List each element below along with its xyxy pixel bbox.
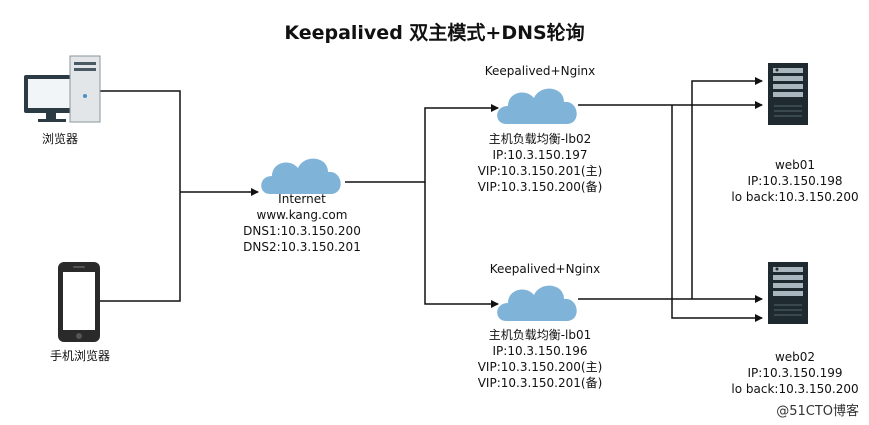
lb02-vip1: VIP:10.3.150.201(主) (477, 164, 603, 178)
internet-to-lbs-line (345, 104, 499, 183)
lb01-ip: IP:10.3.150.196 (492, 344, 588, 358)
web02-server-icon (768, 262, 808, 324)
web01-ip: IP:10.3.150.198 (747, 174, 843, 188)
lb01-cloud-icon (497, 285, 577, 321)
desktop-pc-icon (24, 55, 101, 123)
lb01-vip1: VIP:10.3.150.200(主) (477, 360, 603, 374)
pc-to-internet-line (100, 90, 181, 192)
internet-to-lb01-line (424, 182, 499, 308)
connection-lines (100, 77, 763, 322)
mobile-phone-icon (58, 262, 100, 342)
diagram-title: Keepalived 双主模式+DNS轮询 (284, 22, 585, 44)
web01-lo: lo back:10.3.150.200 (731, 190, 859, 204)
internet-domain: www.kang.com (256, 208, 348, 222)
lb02-cloud-icon (497, 88, 577, 124)
watermark: @51CTO博客 (776, 404, 859, 419)
internet-dns1: DNS1:10.3.150.200 (243, 224, 361, 238)
internet-name: Internet (278, 192, 326, 206)
web02-lo: lo back:10.3.150.200 (731, 382, 859, 396)
lb01-header: Keepalived+Nginx (489, 262, 601, 276)
internet-dns2: DNS2:10.3.150.201 (243, 240, 361, 254)
web01-name: web01 (774, 158, 816, 172)
web02-name: web02 (774, 350, 816, 364)
phone-to-internet-line (100, 192, 181, 302)
lb02-ip: IP:10.3.150.197 (492, 148, 588, 162)
lb01-to-web01-line (691, 77, 763, 299)
lb02-vip2: VIP:10.3.150.200(备) (477, 180, 603, 194)
lb01-name: 主机负载均衡-lb01 (488, 328, 592, 342)
internet-cloud-icon (261, 158, 341, 194)
web01-server-icon (768, 63, 808, 125)
lb02-header: Keepalived+Nginx (484, 64, 596, 78)
web02-ip: IP:10.3.150.199 (747, 366, 843, 380)
lb02-name: 主机负载均衡-lb02 (488, 132, 592, 146)
phone-label: 手机浏览器 (49, 349, 110, 363)
pc-label: 浏览器 (41, 132, 78, 146)
lb02-to-web02-line (671, 105, 763, 322)
lb01-vip2: VIP:10.3.150.201(备) (477, 376, 603, 390)
